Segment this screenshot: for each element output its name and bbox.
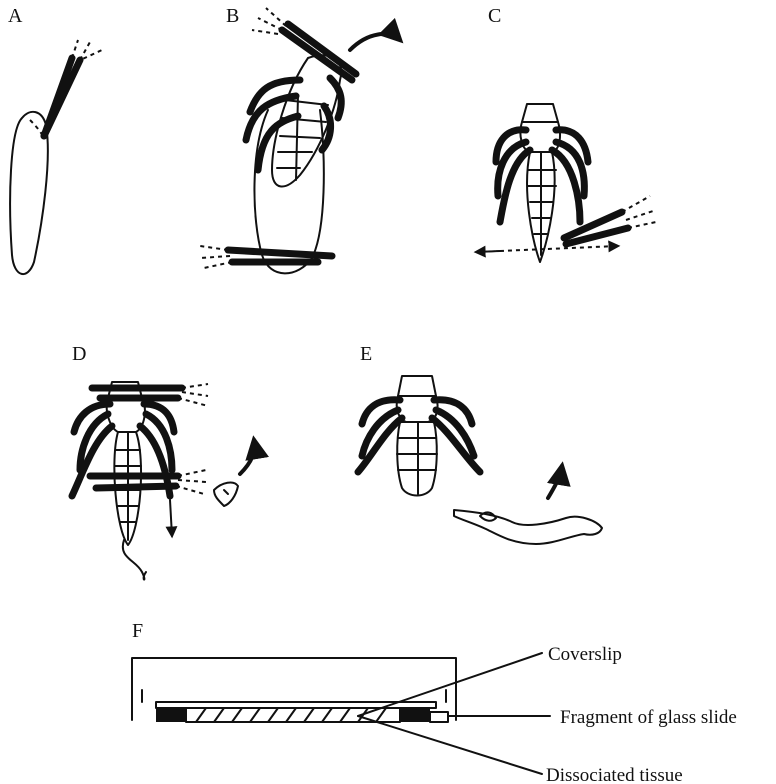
spacer-right-f bbox=[400, 708, 430, 722]
panel-e: E bbox=[358, 343, 602, 544]
forceps-a bbox=[44, 40, 102, 136]
panel-c-label: C bbox=[488, 5, 501, 27]
fragment-d bbox=[214, 483, 238, 506]
callout-coverslip: Coverslip bbox=[548, 644, 622, 665]
lift-arrow-e bbox=[548, 466, 562, 498]
forceps-b-top bbox=[252, 8, 356, 80]
leader-tissue bbox=[358, 716, 542, 774]
forceps-d-bottom bbox=[90, 470, 206, 494]
spacer-left-f bbox=[156, 708, 186, 722]
pull-down-arrow-d bbox=[170, 500, 172, 536]
lift-arrow-d bbox=[240, 440, 254, 474]
panel-c: C bbox=[476, 5, 656, 262]
fragment-glass-f bbox=[430, 712, 448, 722]
panel-f: F Coverslip Fragment of glass slide Diss… bbox=[132, 620, 737, 784]
leader-coverslip bbox=[358, 653, 542, 716]
callout-fragment: Fragment of glass slide bbox=[560, 707, 737, 728]
callout-tissue: Dissociated tissue bbox=[546, 765, 683, 784]
dissected-abdomen-e bbox=[454, 510, 602, 544]
panel-e-label: E bbox=[360, 343, 372, 365]
panel-b-label: B bbox=[226, 5, 239, 27]
segments-e bbox=[397, 422, 437, 494]
tissue-hatch-f bbox=[196, 708, 386, 722]
panel-d: D bbox=[72, 343, 254, 580]
segments-c bbox=[528, 152, 556, 255]
gut-d bbox=[123, 540, 146, 580]
panel-a: A bbox=[8, 5, 102, 274]
panel-a-label: A bbox=[8, 5, 23, 27]
forceps-b-bottom bbox=[200, 246, 332, 268]
panel-f-label: F bbox=[132, 620, 143, 642]
head-c bbox=[522, 104, 558, 122]
fragment-d-mark bbox=[224, 490, 228, 494]
rotate-arrow-b bbox=[350, 34, 400, 50]
panel-b: B bbox=[200, 5, 400, 273]
legs-b bbox=[246, 78, 341, 170]
panel-d-label: D bbox=[72, 343, 86, 365]
head-e bbox=[398, 376, 436, 396]
